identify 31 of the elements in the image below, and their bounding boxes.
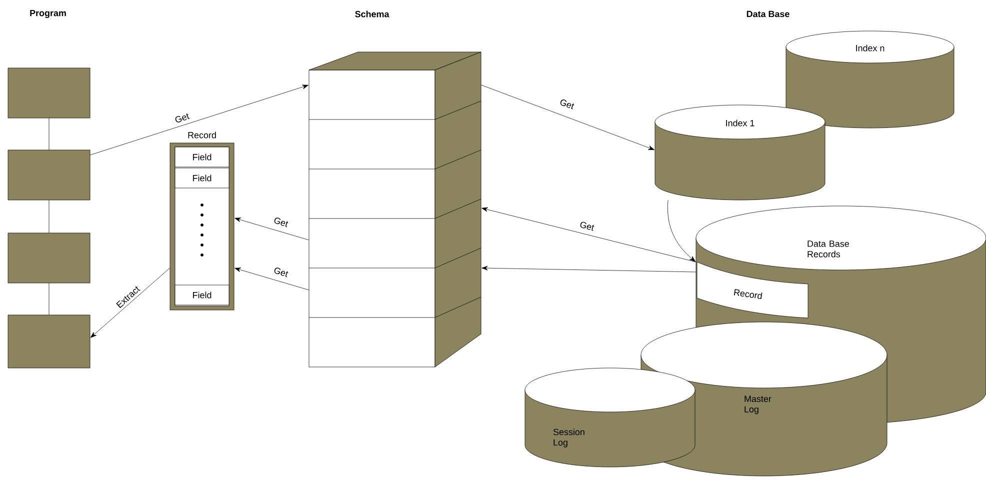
cylinder: Index 1: [654, 104, 826, 200]
column-heading: Schema: [355, 10, 390, 18]
column-heading: Program: [30, 10, 66, 18]
field-box: Field: [174, 284, 230, 306]
arrow: [482, 207, 696, 262]
field-box: Field: [174, 168, 230, 188]
arrow: [482, 266, 696, 272]
arrow: [90, 84, 308, 156]
field-box: Field: [174, 146, 230, 168]
program-box: [8, 232, 90, 284]
column-heading: Data Base: [746, 10, 790, 18]
node-label: Data Base Records: [808, 240, 849, 258]
program-box: [8, 150, 90, 200]
edge-label: Get: [272, 265, 290, 278]
schema-stack: [308, 52, 482, 368]
program-box: [8, 314, 90, 368]
arrow: [481, 84, 654, 150]
arrow: [234, 218, 309, 240]
cylinder: Index n: [786, 30, 954, 128]
record-strip: Record: [696, 262, 808, 318]
arrow: [234, 268, 309, 290]
program-box: [8, 68, 90, 118]
edge-label: Get: [578, 220, 596, 232]
arrow: [667, 200, 696, 262]
node-label: Record: [188, 132, 216, 138]
node-label: Master Log: [744, 396, 772, 414]
edge-label: Get: [272, 215, 290, 228]
edge-label: Get: [558, 97, 576, 111]
arrow: [90, 268, 170, 338]
cylinder: Session Log: [524, 368, 696, 468]
edge-label: Get: [172, 111, 192, 125]
